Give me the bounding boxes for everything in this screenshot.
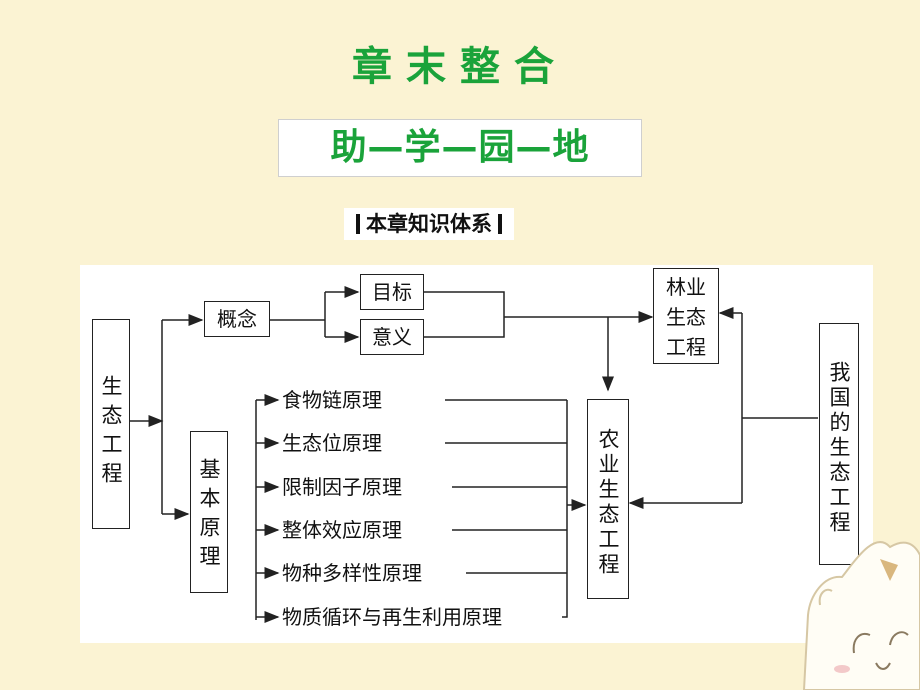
principle-item: 限制因子原理 (282, 475, 402, 499)
knowledge-diagram: 生态工程 概念 目标 意义 基本原理 食物链原理 生态位原理 限制因子原理 整体… (80, 265, 873, 643)
china-box: 我国的生态工程 (819, 323, 859, 565)
section-banner: 助—学—园—地 (278, 119, 642, 177)
goal-box: 目标 (360, 274, 424, 310)
goal-meaning-join (424, 291, 505, 338)
diagram-connectors (130, 286, 818, 623)
heading-bar-right (498, 214, 502, 234)
root-box: 生态工程 (92, 319, 130, 529)
agriculture-box: 农业生态工程 (587, 399, 629, 599)
meaning-box: 意义 (360, 319, 424, 355)
join-trunk (562, 400, 568, 618)
concept-box: 概念 (204, 301, 270, 337)
forestry-box: 林业生态工程 (653, 268, 719, 364)
cartoon-cat-illustration (802, 541, 920, 690)
section-heading-text: 本章知识体系 (366, 212, 492, 236)
principle-item: 食物链原理 (282, 388, 382, 412)
section-heading: 本章知识体系 (344, 208, 514, 240)
principle-item: 物种多样性原理 (282, 561, 422, 585)
principle-item: 物质循环与再生利用原理 (282, 605, 502, 629)
heading-bar-left (356, 214, 360, 234)
principle-item: 生态位原理 (282, 431, 382, 455)
principle-item: 整体效应原理 (282, 518, 402, 542)
principles-box: 基本原理 (190, 431, 228, 593)
page-title: 章末整合 (352, 44, 568, 90)
